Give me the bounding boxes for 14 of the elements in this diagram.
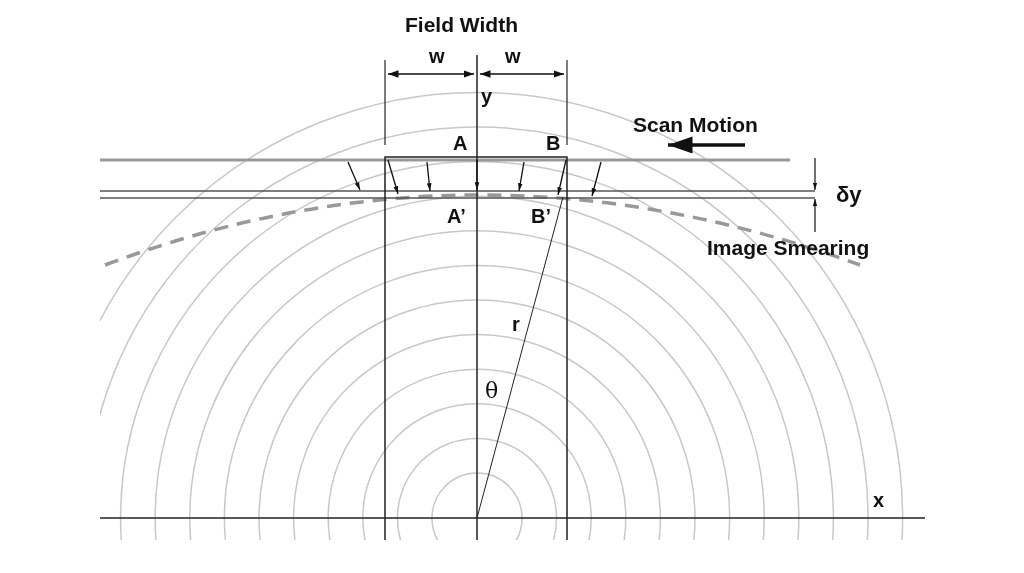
point-label: B’ (531, 206, 551, 226)
dimension-label: w (429, 46, 445, 66)
annotation-label: Scan Motion (633, 114, 758, 135)
point-label: A (453, 133, 468, 153)
dimension-label: w (505, 46, 521, 66)
axis-label: y (481, 86, 493, 106)
point-label: B (546, 133, 561, 153)
axis-label: x (873, 490, 885, 510)
dimension-label: θ (485, 380, 499, 402)
point-label: A’ (447, 206, 466, 226)
heading-label: Field Width (405, 14, 518, 35)
dimension-label: r (512, 314, 520, 334)
dimension-label: δy (836, 184, 862, 206)
annotation-label: Image Smearing (707, 237, 870, 258)
